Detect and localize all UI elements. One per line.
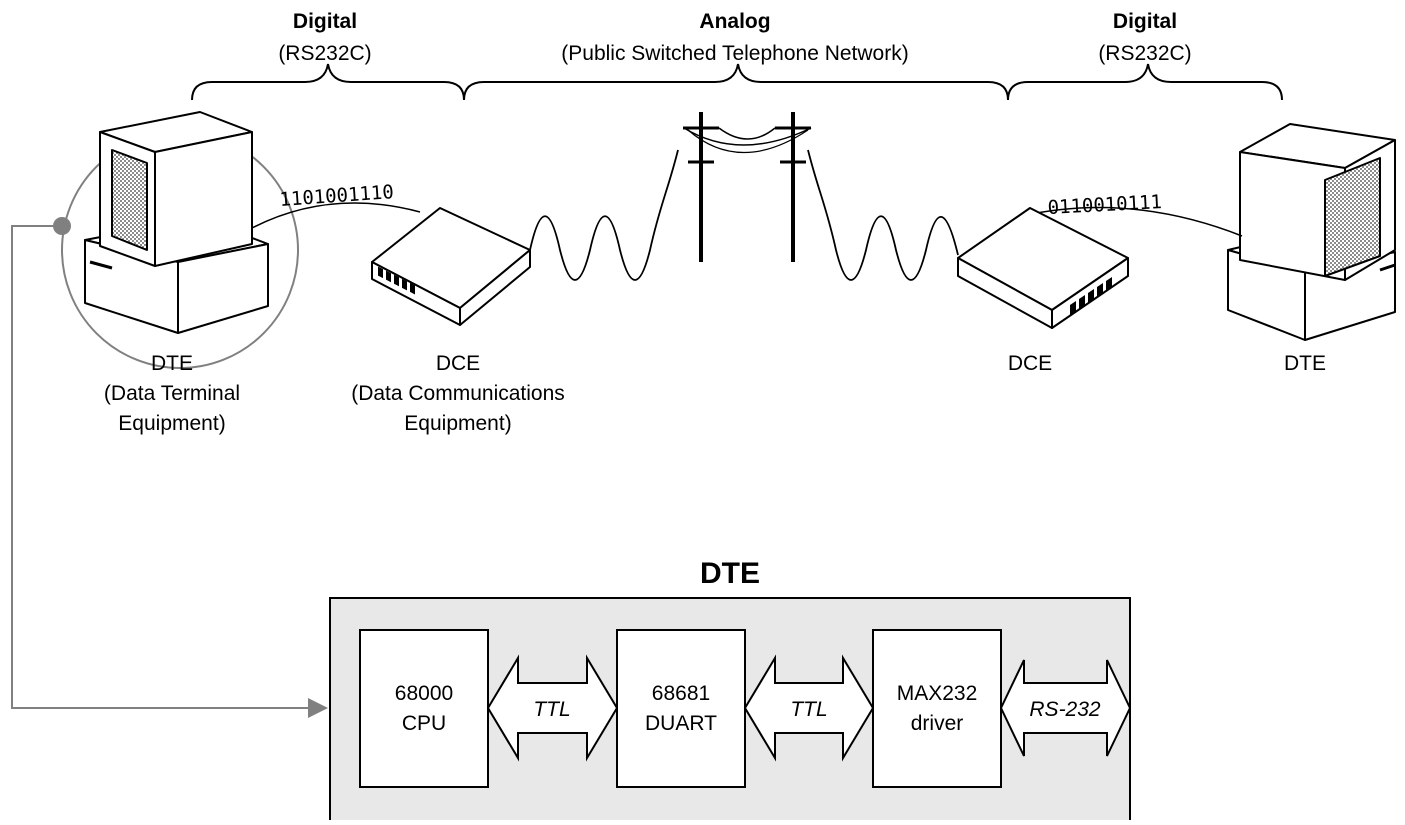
analog-wave-left [529,149,679,281]
computer-right-icon [1227,123,1396,341]
block-max232: MAX232 driver [872,629,1002,788]
brace-digital-right [1007,63,1283,101]
link-label: RS-232 [1029,698,1101,721]
label-dte-right: DTE [1284,352,1326,375]
node-label: (Data Communications [351,382,565,405]
link-rs232: RS-232 [999,659,1132,757]
section-subtitle: (RS232C) [278,42,371,65]
section-title: Digital [293,10,357,33]
bitstream-right: 0110010111 [1047,191,1162,219]
block-label: driver [911,712,964,735]
modem-right-leds [1070,277,1112,315]
node-label: (Data Terminal [104,382,240,405]
label-dce-left: DCE (Data Communications Equipment) [351,352,565,435]
block-cpu: 68000 CPU [359,629,489,788]
block-label: DUART [645,712,717,735]
section-header-digital-left: Digital (RS232C) [278,10,371,65]
bitstream-left: 1101001110 [279,181,395,211]
node-label: Equipment) [118,412,225,435]
block-label: 68000 [395,682,453,705]
node-label: DTE [151,352,193,375]
modem-left-icon [371,207,531,326]
label-dte-left: DTE (Data Terminal Equipment) [104,352,240,435]
section-subtitle: (Public Switched Telephone Network) [561,42,908,65]
analog-wave-right [807,149,959,281]
modem-right-icon [957,207,1129,329]
node-label: Equipment) [404,412,511,435]
detail-title: DTE [700,557,760,590]
block-label: 68681 [652,682,710,705]
link-label: TTL [533,698,570,721]
link-ttl-2: TTL [743,654,875,762]
link-ttl-1: TTL [486,654,619,762]
zoom-connector [11,217,328,718]
block-duart: 68681 DUART [616,629,746,788]
computer-left-icon [84,111,269,334]
block-label: CPU [402,712,446,735]
section-header-analog: Analog (Public Switched Telephone Networ… [561,10,908,65]
brace-analog [463,63,1009,101]
section-title: Analog [699,10,770,33]
brace-digital-left [191,63,465,101]
link-label: TTL [790,698,827,721]
node-label: DCE [436,352,480,375]
block-label: MAX232 [897,682,978,705]
section-title: Digital [1113,10,1177,33]
connector-arrowhead [308,698,328,718]
label-dce-right: DCE [1008,352,1052,375]
section-subtitle: (RS232C) [1098,42,1191,65]
cable-right [1021,206,1243,237]
section-header-digital-right: Digital (RS232C) [1098,10,1191,65]
telephone-poles-icon [683,112,812,262]
modem-left-leds [378,266,415,295]
cable-left [251,202,421,229]
